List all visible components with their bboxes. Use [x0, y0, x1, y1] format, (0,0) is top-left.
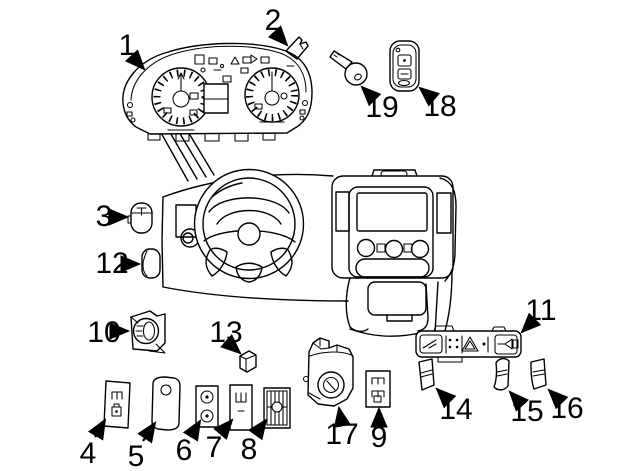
indicator-lamps	[194, 54, 295, 83]
lower-console	[345, 277, 429, 337]
part-1-instrument-cluster[interactable]	[122, 42, 313, 142]
radio-display	[356, 192, 428, 232]
callout-11-number[interactable]: 11	[525, 294, 556, 327]
part-15-switch-bezel[interactable]	[493, 357, 510, 391]
callout-11[interactable]: 11	[520, 294, 557, 334]
callout-4-number[interactable]: 4	[80, 437, 97, 470]
left-vent	[335, 191, 350, 232]
callout-9-number[interactable]: 9	[371, 421, 388, 454]
callout-1-number[interactable]: 1	[119, 29, 136, 62]
callout-10[interactable]: 10	[87, 316, 131, 349]
callout-17-number[interactable]: 17	[325, 418, 358, 451]
callout-7-number[interactable]: 7	[206, 431, 223, 464]
callout-4[interactable]: 4	[80, 418, 107, 470]
part-8-defroster-switch[interactable]	[263, 387, 291, 429]
callout-18-number[interactable]: 18	[423, 90, 456, 123]
callout-19-number[interactable]: 19	[365, 91, 398, 124]
callout-19[interactable]: 19	[360, 85, 399, 124]
callout-5-number[interactable]: 5	[128, 440, 145, 471]
part-2-retainer-clip[interactable]	[285, 36, 309, 60]
steering-wheel-drawing	[193, 168, 305, 283]
steering-hub	[237, 222, 261, 246]
callout-2-number[interactable]: 2	[265, 4, 282, 37]
callout-3-number[interactable]: 3	[96, 200, 113, 233]
callout-13-number[interactable]: 13	[209, 316, 242, 349]
part-7-rocker-switch[interactable]	[229, 384, 253, 431]
right-vent	[436, 192, 452, 234]
part-9-window-switch[interactable]	[365, 370, 391, 408]
callout-16[interactable]: 16	[547, 388, 584, 425]
callout-15-number[interactable]: 15	[510, 395, 543, 428]
part-19-key[interactable]	[329, 50, 368, 86]
part-11-switch-panel[interactable]	[415, 325, 522, 363]
callouts: 1 2 3 4 5 6 7 8	[80, 4, 584, 471]
callout-18[interactable]: 18	[418, 86, 457, 123]
tachometer-gauge	[244, 67, 300, 123]
callout-14[interactable]: 14	[435, 387, 473, 426]
callout-5[interactable]: 5	[128, 421, 157, 471]
part-4-rocker-switch[interactable]	[103, 380, 131, 429]
part-10-headlamp-switch[interactable]	[130, 310, 166, 354]
part-12-blank-button[interactable]	[141, 248, 161, 279]
callout-2[interactable]: 2	[265, 4, 289, 47]
callout-15[interactable]: 15	[508, 390, 544, 428]
dashboard-drawing	[161, 169, 457, 337]
callout-12-number[interactable]: 12	[95, 247, 128, 280]
callout-6[interactable]: 6	[176, 419, 202, 467]
callout-12[interactable]: 12	[95, 247, 142, 280]
part-5-blank-cover[interactable]	[151, 376, 181, 431]
callout-16-number[interactable]: 16	[550, 392, 583, 425]
callout-6-number[interactable]: 6	[176, 434, 193, 467]
part-14-switch-bezel[interactable]	[418, 358, 435, 391]
callout-8[interactable]: 8	[241, 418, 268, 466]
knob	[356, 238, 376, 258]
part-6-two-button-switch[interactable]	[195, 385, 219, 428]
callout-13[interactable]: 13	[209, 316, 243, 355]
callout-14-number[interactable]: 14	[439, 393, 472, 426]
part-17-ignition-switch-module[interactable]	[302, 337, 354, 407]
part-13-bulb-socket[interactable]	[239, 350, 257, 373]
callout-17[interactable]: 17	[325, 405, 359, 451]
part-18-remote-transmitter[interactable]	[389, 40, 420, 92]
callout-9[interactable]: 9	[370, 406, 388, 454]
callout-8-number[interactable]: 8	[241, 433, 258, 466]
center-stack	[331, 169, 454, 279]
callout-7[interactable]: 7	[206, 418, 234, 464]
callout-3[interactable]: 3	[96, 200, 130, 233]
part-16-switch-bezel[interactable]	[530, 358, 547, 390]
callout-10-number[interactable]: 10	[87, 316, 120, 349]
callout-1[interactable]: 1	[119, 29, 146, 71]
part-3-push-button-switch[interactable]	[127, 202, 153, 234]
